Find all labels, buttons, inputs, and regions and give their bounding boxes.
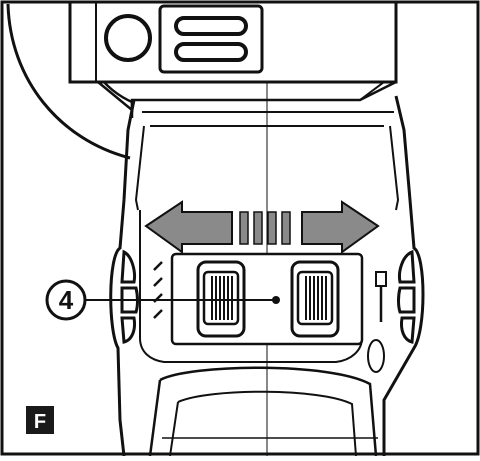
- slide-switch: [158, 4, 264, 74]
- head-block: [68, 0, 398, 84]
- figure-label: F: [26, 406, 54, 434]
- callout-number: 4: [59, 285, 74, 315]
- figure-label-box: [26, 406, 54, 434]
- housing: [109, 95, 425, 457]
- callout-4: 4: [45, 279, 276, 321]
- direction-double-arrow: [144, 200, 380, 254]
- left-grip-ribs: [120, 249, 163, 344]
- right-grip-ribs: [367, 249, 416, 373]
- lock-knob: [104, 14, 152, 62]
- callout-circle: [45, 279, 87, 321]
- right-arrow-icon: [301, 200, 380, 254]
- left-arrow-icon: [144, 200, 233, 254]
- figure-label-text: F: [34, 411, 46, 433]
